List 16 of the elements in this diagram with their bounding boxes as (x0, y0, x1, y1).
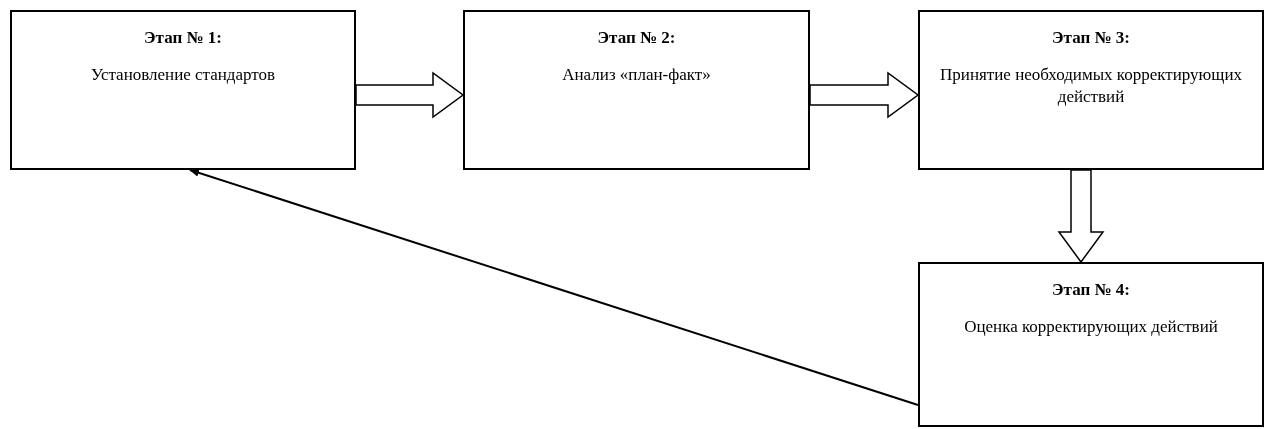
process-box (918, 262, 1264, 427)
process-box (10, 10, 356, 170)
stage-heading: Этап № 1: (143, 28, 223, 48)
stage-heading: Этап № 3: (1051, 28, 1131, 48)
stage-description: Установление стандартов (89, 64, 277, 86)
process-box (463, 10, 810, 170)
block-arrow (1057, 169, 1105, 264)
stage-description: Принятие необходимых корректирующих действий (940, 64, 1242, 109)
block-arrow (355, 71, 465, 119)
process-box (918, 10, 1264, 170)
stage-description: Оценка корректирующих действий (963, 316, 1219, 338)
block-arrow (809, 71, 920, 119)
stage-heading: Этап № 2: (596, 28, 677, 48)
stage-heading: Этап № 4: (1051, 280, 1131, 300)
stage-description: Анализ «план-факт» (561, 64, 712, 86)
arrow (189, 168, 919, 406)
